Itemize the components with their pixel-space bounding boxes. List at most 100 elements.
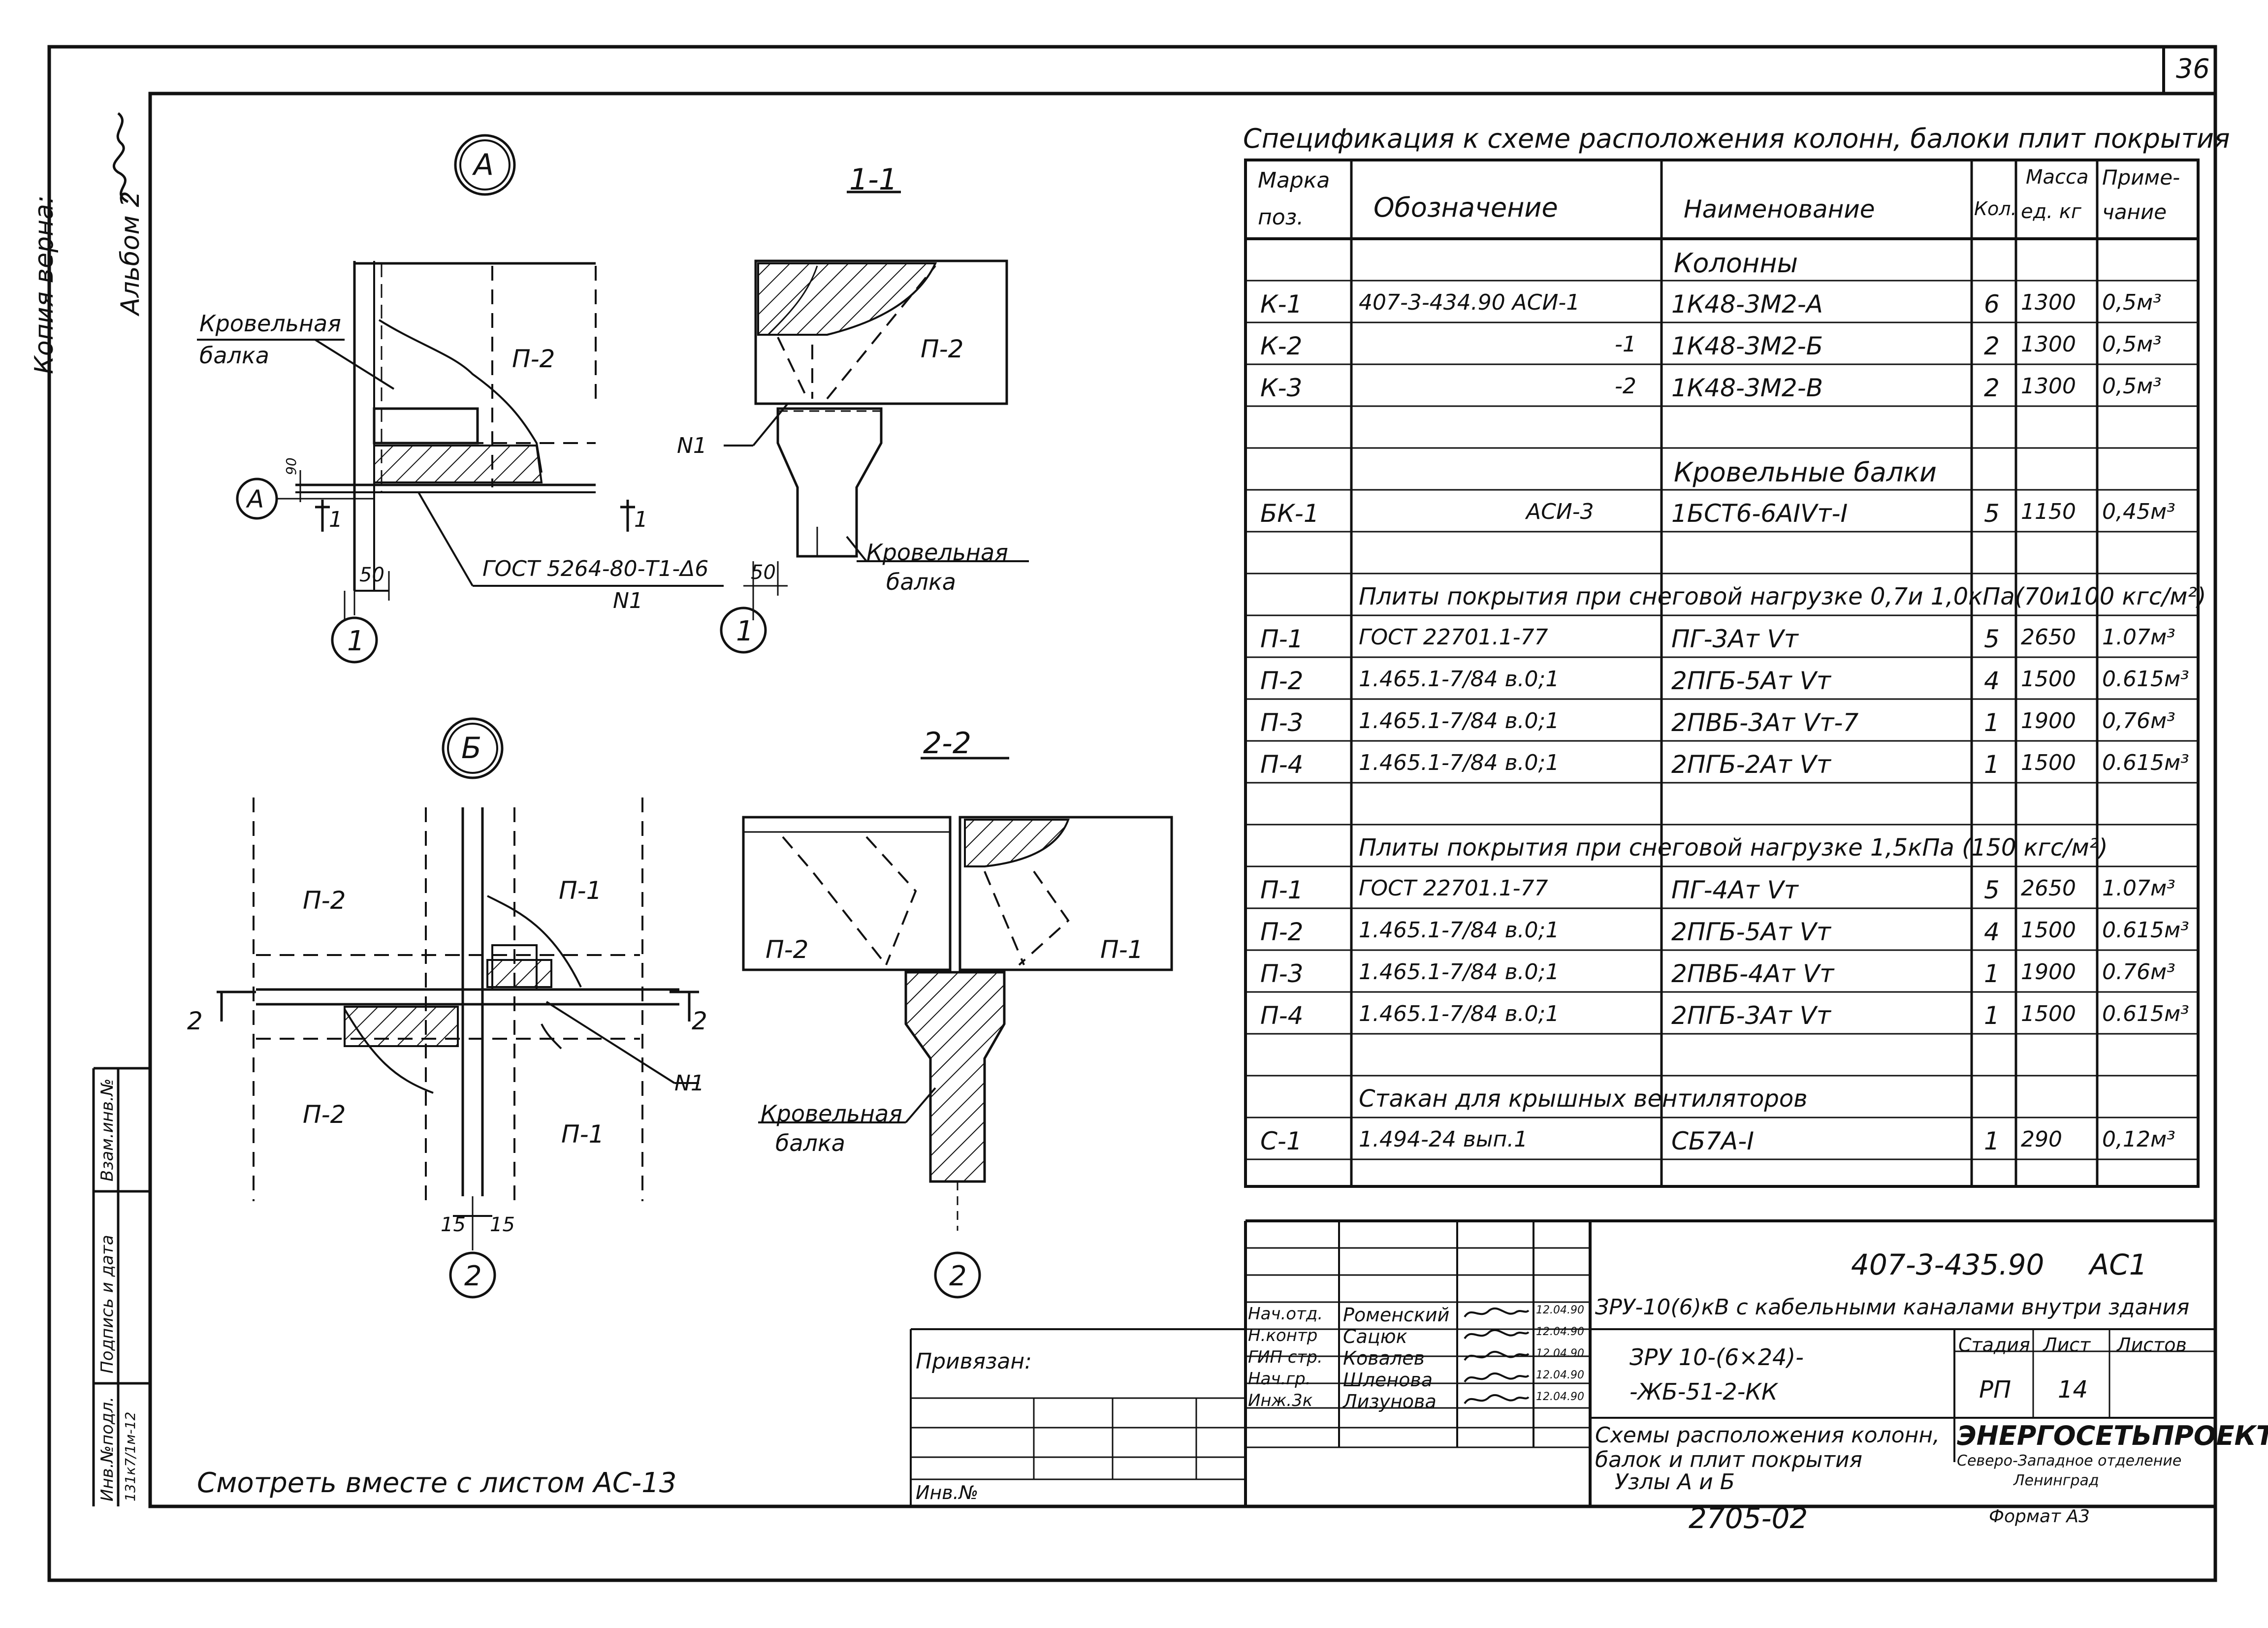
spec-cell-note: 0.615м³ [2102, 918, 2189, 943]
tb-sheets-label: Листов [2117, 1334, 2187, 1356]
spec-cell-mark: П-3 [1260, 959, 1304, 988]
detail-b-slab-bl: П-2 [303, 1100, 346, 1129]
spec-cell-name: 2ПВБ-3Ат Vт-7 [1671, 708, 1859, 737]
spec-cell-qty: 4 [1984, 918, 2000, 946]
spec-cell-qty: 2 [1984, 374, 2000, 402]
spec-cell-qty: 1 [1984, 959, 2000, 988]
spec-cell-mass: 1500 [2021, 1001, 2076, 1026]
spec-cell-qty: 5 [1984, 499, 2000, 528]
sheet-number: 36 [2176, 53, 2210, 84]
spec-cell-note: 0.615м³ [2102, 667, 2189, 692]
detail-b-plan [217, 717, 699, 1299]
spec-cell-name: 2ПГБ-2Ат Vт [1671, 750, 1831, 779]
spec-cell-name: 2ПГБ-5Ат Vт [1671, 667, 1831, 695]
section-2-2 [742, 757, 1173, 1299]
spec-cell-mass: 1900 [2021, 708, 2076, 734]
signature-mark [1464, 1372, 1530, 1383]
spec-cell-qty: 1 [1984, 750, 2000, 779]
spec-header-mark-2: поз. [1258, 205, 1304, 230]
signer-role: Нач.отд. [1248, 1304, 1323, 1324]
signer-date: 12.04.90 [1536, 1391, 1584, 1403]
spec-cell-mark: К-3 [1260, 374, 1303, 402]
spec-cell-note: 0,12м³ [2102, 1127, 2175, 1152]
spec-cell-name: 2ПВБ-4Ат Vт [1671, 959, 1834, 988]
signer-role: Н.контр [1248, 1326, 1318, 1345]
signer-role: Нач.гр. [1248, 1369, 1311, 1389]
detail-a-axis-a: A [247, 485, 264, 513]
spec-cell-doc: ГОСТ 22701.1-77 [1359, 625, 1548, 650]
stamp-inv-value: 131к7/1м-12 [122, 1411, 138, 1501]
tb-sub-1: ЗРУ 10-(6×24)- [1629, 1344, 1804, 1371]
detail-b-slab-tl: П-2 [303, 886, 346, 915]
tb-inv: Инв.№ [916, 1482, 979, 1503]
spec-cell-doc: 1.494-24 вып.1 [1359, 1127, 1528, 1152]
section-1-1 [720, 191, 1029, 654]
stamp-podpis-data: Подпись и дата [97, 1235, 117, 1373]
spec-cell-mass: 1300 [2021, 332, 2076, 357]
spec-cell-qty: 2 [1984, 332, 2000, 360]
signature-mark [1464, 1329, 1530, 1340]
spec-cell-doc: 1.465.1-7/84 в.0;1 [1359, 959, 1560, 985]
signer-name: Ковалев [1343, 1347, 1425, 1369]
spec-cell-mass: 1500 [2021, 918, 2076, 943]
spec-cell-note: 1.07м³ [2102, 876, 2175, 901]
tb-privyazan: Привязан: [916, 1349, 1032, 1374]
spec-header-mass-1: Масса [2026, 166, 2089, 189]
spec-cell-name: 1К48-3М2-В [1671, 374, 1823, 402]
spec-cell-mass: 2650 [2021, 625, 2076, 650]
spec-cell-mass: 1500 [2021, 667, 2076, 692]
signer-role: Инж.3к [1248, 1391, 1313, 1410]
tb-code: 407-3-435.90 АС1 [1851, 1248, 2147, 1281]
section-1-1-title: 1-1 [849, 162, 897, 197]
spec-cell-mark: К-2 [1260, 332, 1303, 360]
spec-group-heading: Стакан для крышных вентиляторов [1359, 1085, 1808, 1113]
spec-cell-qty: 1 [1984, 1001, 2000, 1030]
detail-a-axis-1: 1 [347, 625, 365, 657]
section-2-2-beam-1: Кровельная [761, 1100, 902, 1127]
signer-date: 12.04.90 [1536, 1347, 1584, 1360]
tb-format: Формат А3 [1989, 1506, 2090, 1527]
copy-signature [103, 108, 145, 207]
spec-cell-note: 0,5м³ [2102, 290, 2162, 315]
spec-cell-qty: 1 [1984, 708, 2000, 737]
spec-cell-doc: -1 [1615, 332, 1636, 357]
spec-cell-mark: П-4 [1260, 750, 1304, 779]
stamp-inv-podl: Инв.№подл. [97, 1397, 117, 1501]
spec-cell-mark: П-2 [1260, 918, 1304, 946]
spec-cell-name: 2ПГБ-3Ат Vт [1671, 1001, 1831, 1030]
spec-cell-mark: С-1 [1260, 1127, 1302, 1155]
spec-header-note-1: Приме- [2102, 165, 2180, 190]
detail-b-slab-tr: П-1 [559, 876, 602, 905]
spec-cell-qty: 1 [1984, 1127, 2000, 1155]
detail-a-dim-90: 90 [283, 457, 299, 475]
signature-mark [1464, 1307, 1530, 1318]
spec-section-heading: Кровельные балки [1674, 457, 1937, 488]
spec-cell-note: 1.07м³ [2102, 625, 2175, 650]
detail-a-slab: П-2 [512, 345, 555, 373]
spec-cell-mass: 290 [2021, 1127, 2062, 1152]
spec-group-heading: Плиты покрытия при снеговой нагрузке 0,7… [1359, 583, 2206, 610]
spec-cell-doc: 407-3-434.90 АСИ-1 [1359, 290, 1580, 315]
spec-cell-doc: -2 [1615, 374, 1636, 399]
detail-b-slab-br: П-1 [561, 1120, 605, 1149]
spec-header-note-2: чание [2102, 200, 2167, 224]
section-1-1-beam-2: балка [886, 569, 956, 595]
spec-section-heading: Колонны [1674, 248, 1798, 279]
signer-role: ГИП стр. [1248, 1347, 1323, 1367]
spec-cell-name: ПГ-4Ат Vт [1671, 876, 1798, 904]
spec-cell-doc: 1.465.1-7/84 в.0;1 [1359, 667, 1560, 692]
detail-a-cut-right: 1 [634, 507, 648, 532]
detail-a-gost-1: ГОСТ 5264-80-Т1-Δ6 [482, 556, 709, 581]
signer-date: 12.04.90 [1536, 1326, 1584, 1338]
signer-name: Лизунова [1343, 1391, 1437, 1412]
section-2-2-title: 2-2 [923, 726, 971, 761]
spec-cell-doc: 1.465.1-7/84 в.0;1 [1359, 1001, 1560, 1026]
signer-date: 12.04.90 [1536, 1369, 1584, 1381]
spec-cell-mark: П-1 [1260, 876, 1304, 904]
detail-b-cut-left: 2 [187, 1007, 203, 1035]
tb-org-3: Ленинград [2013, 1472, 2099, 1489]
spec-table-grid [1244, 159, 2200, 1188]
spec-cell-doc: ГОСТ 22701.1-77 [1359, 876, 1548, 901]
detail-b-circle-label: Б [461, 731, 482, 766]
spec-cell-qty: 5 [1984, 876, 2000, 904]
